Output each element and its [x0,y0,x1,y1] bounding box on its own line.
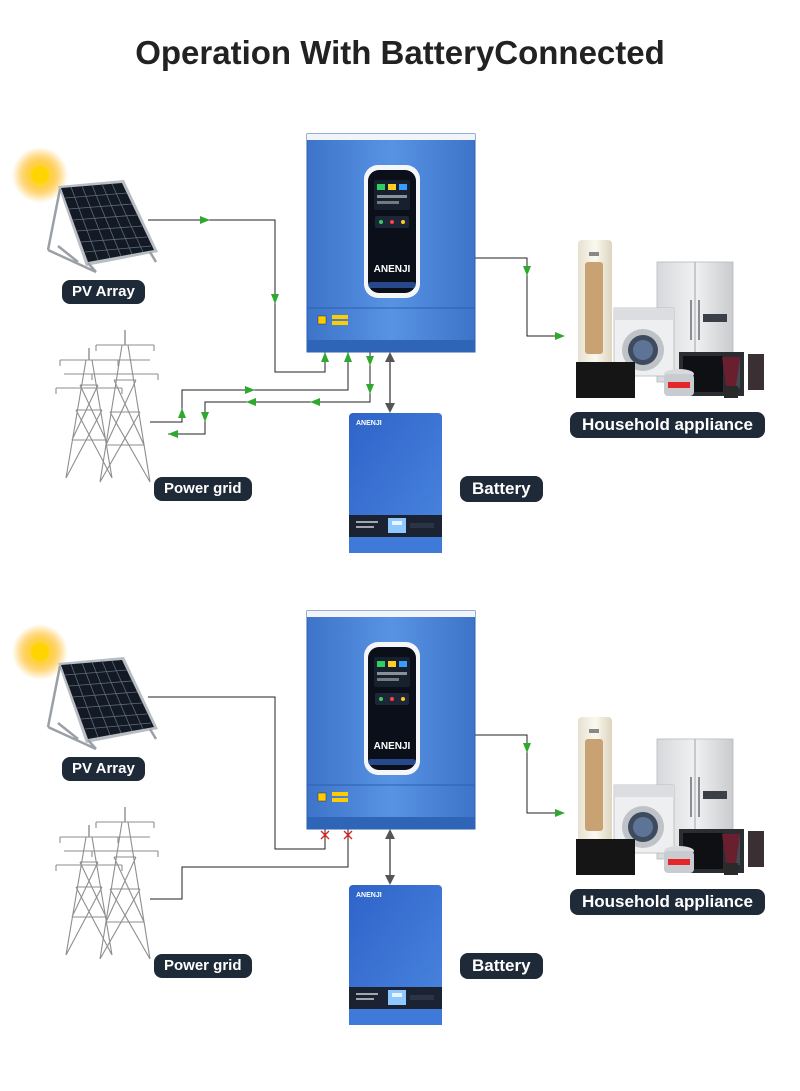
blocked-marker-icon [343,830,353,840]
pv-array-label: PV Array [62,757,145,781]
power-grid-label: Power grid [154,477,252,501]
scenario-1-diagram [10,133,765,553]
flow-arrow [310,398,320,406]
grid-out-wire [168,352,371,435]
grid-in-wire [150,352,349,423]
flow-arrow [271,294,279,304]
battery-device [349,885,442,1025]
power-tower-icon [55,329,159,483]
grid-wire [150,829,349,900]
flow-arrow [246,398,256,406]
flow-arrow [523,743,531,753]
pv-wire [148,219,326,373]
flow-arrow [366,356,374,366]
household-appliances-icon [575,716,765,876]
battery-label: Battery [460,953,543,979]
household-appliances-icon [575,239,765,399]
flow-arrow [200,216,210,224]
pv-array-label: PV Array [62,280,145,304]
battery-arrow [385,829,395,839]
solar-panel-icon [10,145,160,274]
battery-arrow [385,875,395,885]
inverter-device [306,610,476,830]
scenario-2-diagram [10,610,765,1025]
battery-device [349,413,442,553]
power-grid-label: Power grid [154,954,252,978]
flow-arrow [321,352,329,362]
battery-arrow [385,352,395,362]
battery-label: Battery [460,476,543,502]
load-wire [475,734,563,814]
inverter-device [306,133,476,353]
blocked-marker-icon [320,830,330,840]
solar-panel-icon [10,622,160,751]
flow-arrow [344,352,352,362]
load-wire [475,257,563,337]
flow-arrow [168,430,178,438]
pv-wire [148,696,326,850]
page-title: Operation With BatteryConnected [135,34,665,71]
flow-arrow [178,408,186,418]
flow-arrow [555,332,565,340]
power-tower-icon [55,806,159,960]
battery-arrow [385,403,395,413]
household-appliance-label: Household appliance [570,889,765,915]
flow-arrow [555,809,565,817]
flow-arrow [245,386,255,394]
flow-arrow [366,384,374,394]
household-appliance-label: Household appliance [570,412,765,438]
flow-arrow [201,412,209,422]
flow-arrow [523,266,531,276]
